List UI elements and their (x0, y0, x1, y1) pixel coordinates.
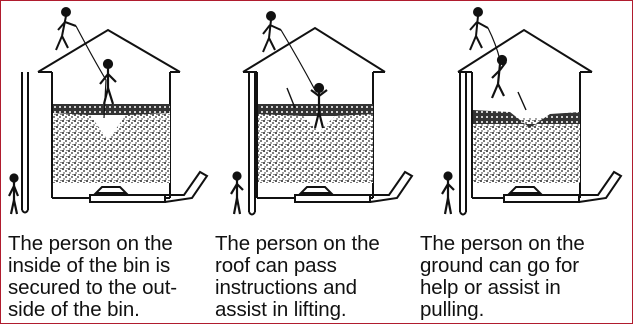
caption-line: assist in lifting. (215, 299, 420, 321)
caption-2: The person on the roof can pass instruct… (215, 233, 420, 321)
panel-3: The person on the ground can go for help… (420, 0, 625, 324)
roof-person (470, 8, 488, 50)
ground-person (9, 175, 18, 215)
grain-mass (473, 118, 580, 183)
ladder (460, 72, 466, 215)
ground-person (442, 173, 454, 215)
caption-line: inside of the bin is (8, 255, 213, 277)
caption-line: The person on the (215, 233, 420, 255)
ladder (249, 72, 255, 215)
inside-person (100, 60, 116, 104)
caption-line: The person on the (420, 233, 625, 255)
bin-illustration-1 (8, 0, 213, 232)
caption-line: pulling. (420, 299, 625, 321)
caption-3: The person on the ground can go for help… (420, 233, 625, 321)
caption-line: side of the bin. (8, 299, 213, 321)
caption-line: secured to the out- (8, 277, 213, 299)
caption-line: roof can pass (215, 255, 420, 277)
caption-line: ground can go for (420, 255, 625, 277)
roof-person (56, 8, 76, 50)
roof-person (263, 12, 281, 52)
panel-2: The person on the roof can pass instruct… (215, 0, 420, 324)
panel-1: The person on the inside of the bin is s… (8, 0, 213, 324)
caption-line: help or assist in (420, 277, 625, 299)
ground-person (231, 173, 243, 215)
safety-rope (488, 28, 500, 60)
caption-line: instructions and (215, 277, 420, 299)
bin-illustration-2 (215, 0, 420, 232)
caption-line: The person on the (8, 233, 213, 255)
caption-1: The person on the inside of the bin is s… (8, 233, 213, 321)
bin-illustration-3 (420, 0, 625, 232)
inside-person (492, 56, 506, 98)
ladder (22, 72, 28, 213)
